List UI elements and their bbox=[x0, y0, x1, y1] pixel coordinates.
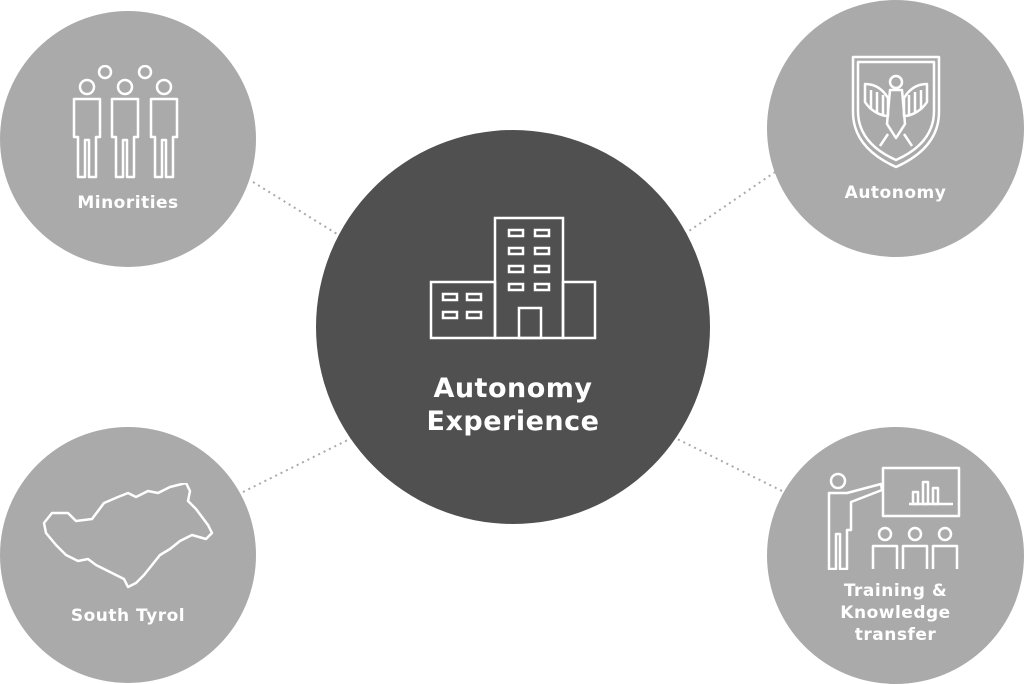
node-south-tyrol: South Tyrol bbox=[0, 427, 256, 683]
people-group-icon bbox=[68, 64, 188, 180]
center-node-label: Autonomy Experience bbox=[426, 373, 600, 437]
center-node: Autonomy Experience bbox=[316, 130, 710, 524]
presenter-audience-icon bbox=[825, 466, 967, 570]
office-building-icon bbox=[429, 216, 597, 340]
node-south-tyrol-label: South Tyrol bbox=[70, 606, 186, 626]
connector-training bbox=[634, 417, 785, 493]
eagle-shield-icon bbox=[850, 54, 942, 170]
node-training: Training & Knowledge transfer bbox=[767, 427, 1024, 684]
node-autonomy-label: Autonomy bbox=[844, 182, 947, 203]
node-autonomy: Autonomy bbox=[767, 0, 1024, 257]
node-minorities-label: Minorities bbox=[77, 192, 179, 213]
region-map-icon bbox=[40, 483, 216, 593]
node-minorities: Minorities bbox=[0, 11, 256, 267]
node-training-label: Training & Knowledge transfer bbox=[840, 580, 951, 645]
connector-autonomy bbox=[634, 169, 779, 269]
